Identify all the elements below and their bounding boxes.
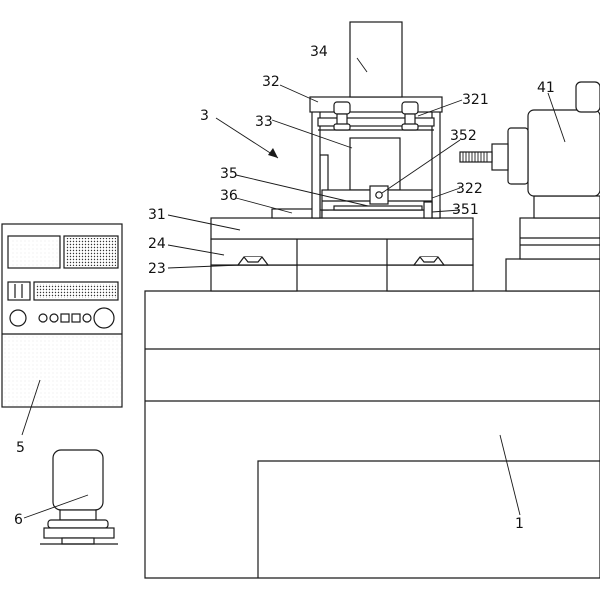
right-slide: [505, 217, 600, 292]
control-panel: [1, 223, 123, 408]
label-34: 34: [310, 44, 328, 60]
label-24: 24: [148, 236, 166, 252]
label-41: 41: [537, 80, 555, 96]
label-352: 352: [450, 128, 477, 144]
label-351: 351: [452, 202, 479, 218]
slide-rails: [210, 217, 474, 292]
label-31: 31: [148, 207, 166, 223]
label-321: 321: [462, 92, 489, 108]
leader-lines: [21, 57, 566, 519]
label-35: 35: [220, 166, 238, 182]
label-322: 322: [456, 181, 483, 197]
label-33: 33: [255, 114, 273, 130]
label-36: 36: [220, 188, 238, 204]
label-6: 6: [14, 512, 23, 528]
bolt-left-icon: [333, 101, 351, 131]
motor: [459, 81, 600, 219]
label-1: 1: [515, 516, 524, 532]
robot-part: [40, 449, 118, 545]
label-5: 5: [16, 440, 25, 456]
label-3: 3: [200, 108, 209, 124]
label-32: 32: [262, 74, 280, 90]
clamp-frame: [271, 21, 443, 219]
bolt-right-icon: [401, 101, 419, 131]
label-23: 23: [148, 261, 166, 277]
callout-labels: 1 3 5 6 23 24 31 32 33 34 35 36 41 321 3…: [14, 44, 555, 532]
machine-bed: [144, 290, 600, 579]
spindle-screw: [459, 151, 493, 163]
